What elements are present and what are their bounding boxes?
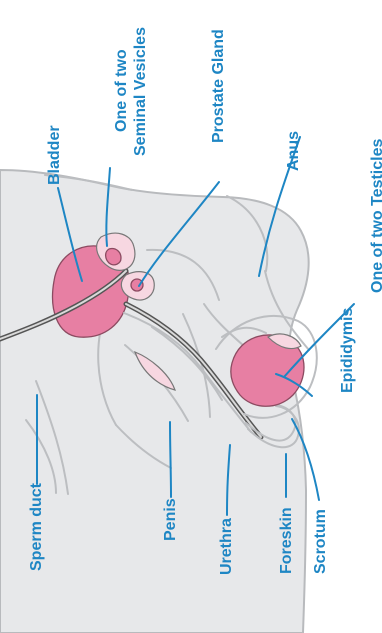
- anus-label: Anus: [285, 131, 302, 171]
- penis-label: Penis: [162, 498, 179, 541]
- seminal-vesicles-label-line-2: Seminal Vesicles: [132, 27, 149, 156]
- epididymis-label: Epididymis: [339, 308, 356, 393]
- prostate-gland-label: Prostate Gland: [210, 29, 227, 143]
- seminal-vesicles-label-line-1: One of two: [113, 49, 130, 132]
- one-of-two-testicles-label: One of two Testicles: [369, 139, 382, 294]
- foreskin-label: Foreskin: [278, 507, 295, 574]
- bladder-label: Bladder: [46, 125, 63, 185]
- sperm-duct-label: Sperm duct: [28, 482, 45, 571]
- urethra-label: Urethra: [218, 518, 235, 575]
- scrotum-label: Scrotum: [312, 509, 329, 574]
